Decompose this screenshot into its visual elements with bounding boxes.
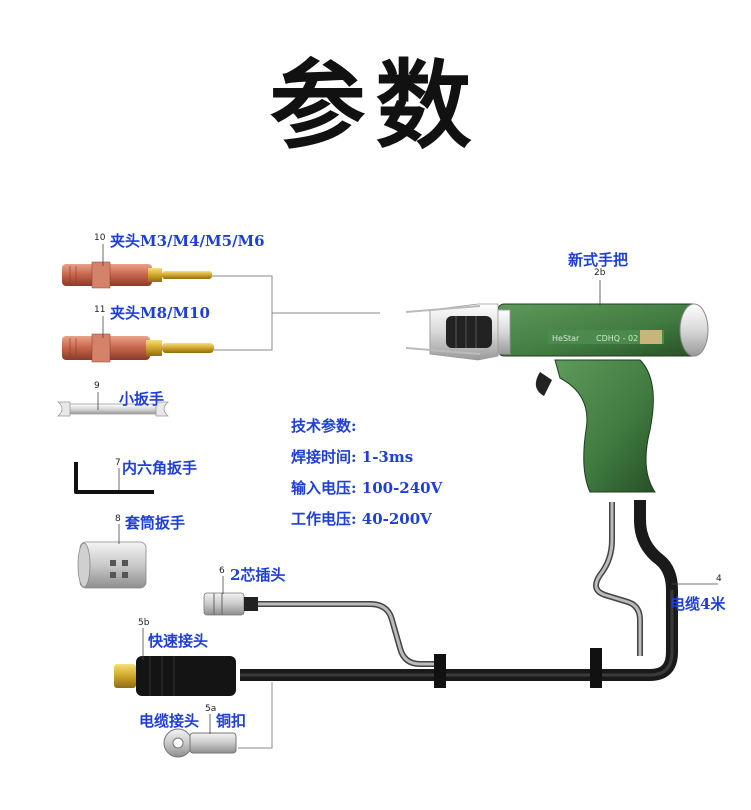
cable-lug-icon <box>163 728 237 758</box>
spec-working-voltage: 工作电压: 40-200V <box>291 510 432 528</box>
label-socket-wrench: 套筒扳手 <box>125 514 186 532</box>
part-number-2b: 2b <box>594 268 606 278</box>
part-number-9: 9 <box>94 381 100 391</box>
collet-bracket-line <box>212 275 380 351</box>
part-number-4: 4 <box>716 574 722 584</box>
part-number-10: 10 <box>94 233 106 243</box>
hex-key-icon <box>74 462 154 494</box>
gun-model-text: CDHQ - 02 <box>596 334 638 343</box>
part-number-5b: 5b <box>138 618 150 628</box>
label-two-pin-plug: 2芯插头 <box>230 566 286 584</box>
label-cable-4m: 电缆4米 <box>670 595 726 613</box>
spec-input-voltage: 输入电压: 100-240V <box>291 479 443 497</box>
label-copper-lug: 铜扣 <box>216 712 247 730</box>
collet-m3-m6-icon <box>62 261 212 289</box>
leader-lines <box>97 244 718 734</box>
small-wrench-icon <box>56 401 170 417</box>
label-cable-connector: 电缆接头 <box>139 712 200 730</box>
main-cable <box>240 500 678 688</box>
label-collet-m3-m6: 夹头M3/M4/M5/M6 <box>110 232 265 250</box>
two-pin-plug-icon <box>203 592 258 616</box>
part-number-7: 7 <box>115 458 121 468</box>
part-number-8: 8 <box>115 514 121 524</box>
part-number-5a: 5a <box>205 704 217 714</box>
spec-weld-time: 焊接时间: 1-3ms <box>291 448 414 466</box>
specs-heading: 技术参数: <box>291 417 357 435</box>
label-hex-key: 内六角扳手 <box>122 459 198 477</box>
part-number-11: 11 <box>94 305 106 315</box>
gun-brand-text: HeStar <box>552 334 580 343</box>
page-title: 参数 <box>269 50 482 162</box>
socket-wrench-icon <box>77 541 147 589</box>
part-number-6: 6 <box>219 566 225 576</box>
welding-gun-icon <box>405 303 709 493</box>
quick-connector-icon <box>114 656 236 696</box>
label-quick-connector: 快速接头 <box>148 632 209 650</box>
label-small-wrench: 小扳手 <box>119 390 165 408</box>
lug-leader-line <box>238 682 273 749</box>
collet-m8-m10-icon <box>62 333 214 363</box>
label-collet-m8-m10: 夹头M8/M10 <box>110 304 210 322</box>
label-new-handle: 新式手把 <box>568 251 629 269</box>
control-cable <box>258 502 643 667</box>
